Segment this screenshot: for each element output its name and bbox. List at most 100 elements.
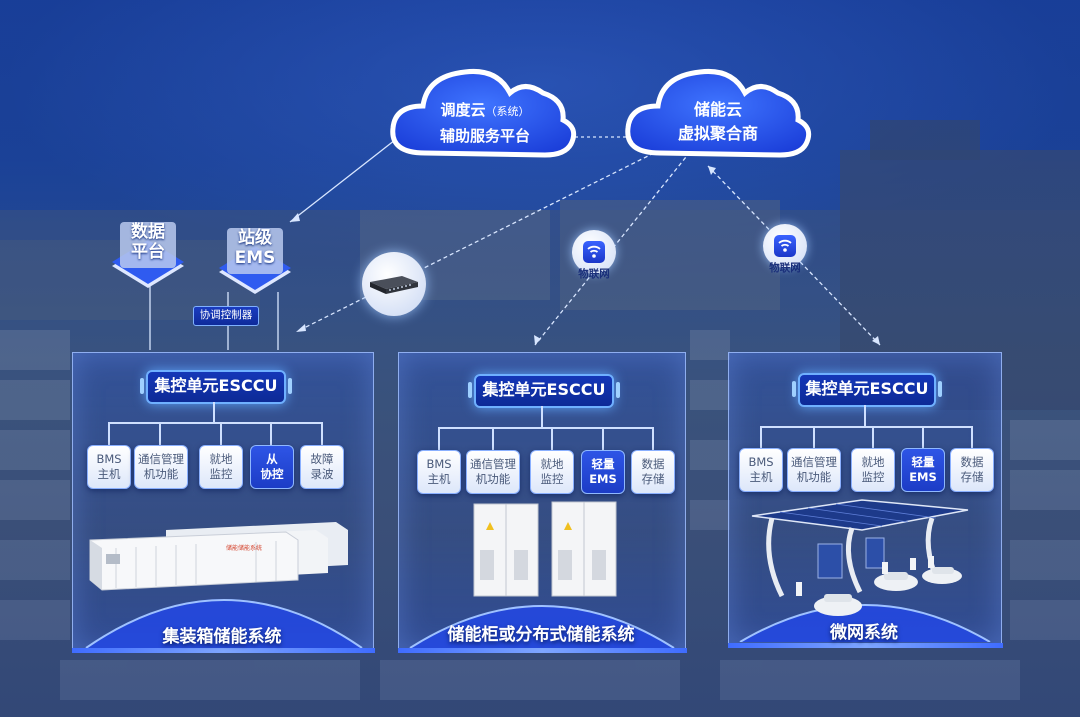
solar-carport-icon <box>739 499 991 642</box>
connector-v <box>321 422 323 446</box>
panel-bottom-bar <box>72 648 375 653</box>
arrow-storage-cloud <box>708 166 716 175</box>
module-line1: 数据 <box>960 455 984 469</box>
connector-h <box>760 426 972 428</box>
line-storage-to-panel3 <box>707 165 881 346</box>
module-comm-manager: 通信管理机功能 <box>466 450 520 494</box>
container-icon: 储能储能系统 <box>85 522 363 648</box>
module-line1: 就地 <box>540 457 564 471</box>
connector-v <box>602 427 604 451</box>
module-line1: 就地 <box>209 452 233 466</box>
module-local-monitor: 就地监控 <box>530 450 574 494</box>
module-line2: 协控 <box>260 467 284 481</box>
arrow-ems <box>290 213 300 222</box>
module-line2: EMS <box>589 472 617 486</box>
connector-v <box>813 426 815 450</box>
module-comm-manager: 通信管理机功能 <box>787 448 841 492</box>
connector-v <box>492 427 494 451</box>
module-line2: 录波 <box>310 467 334 481</box>
data-platform-tile <box>112 222 184 288</box>
module-line1: BMS <box>748 455 774 469</box>
storage-cloud-subtitle: 虚拟聚合商 <box>677 124 758 143</box>
module-line2: 监控 <box>861 470 885 484</box>
data-platform-line1: 数据 <box>131 222 165 242</box>
module-line1: 轻量 <box>911 455 935 469</box>
connector-v <box>652 427 654 451</box>
module-line1: 通信管理 <box>791 455 837 469</box>
module-line1: 从 <box>266 452 278 466</box>
dispatch-cloud-subtitle: 辅助服务平台 <box>439 127 530 145</box>
connector-v <box>760 426 762 450</box>
module-line2: 主机 <box>749 470 773 484</box>
module-line1: BMS <box>96 452 122 466</box>
connector-v <box>922 426 924 450</box>
esccu-box-2: 集控单元ESCCU <box>468 374 620 408</box>
coordinator-box: 协调控制器 <box>193 306 259 326</box>
arrow-panel2 <box>534 335 541 345</box>
module-line2: 机功能 <box>475 472 511 486</box>
module-line2: 机功能 <box>796 470 832 484</box>
dispatch-cloud-note: （系统） <box>485 105 530 118</box>
module-local-monitor: 就地监控 <box>199 445 243 489</box>
iot-node-2: 物联网 <box>763 224 807 274</box>
connector-h <box>438 427 652 429</box>
iot-node-1: 物联网 <box>572 230 616 280</box>
connector-v <box>438 427 440 451</box>
module-slave-control: 从协控 <box>250 445 294 489</box>
connector-v <box>270 422 272 446</box>
connector-v <box>864 405 866 426</box>
module-line2: 主机 <box>427 472 451 486</box>
module-line2: 监控 <box>209 467 233 481</box>
module-line2: 存储 <box>641 472 665 486</box>
module-line2: EMS <box>909 470 937 484</box>
line-storage-to-panel2 <box>534 151 691 346</box>
ev-car-icon <box>814 567 962 616</box>
arrow-panel3 <box>872 336 880 345</box>
station-ems-label: 站级 EMS <box>225 228 285 268</box>
connector-h <box>108 422 322 424</box>
data-platform-line2: 平台 <box>131 242 165 262</box>
module-line1: BMS <box>426 457 452 471</box>
cabinet-icon <box>409 501 675 648</box>
network-switch-icon <box>362 252 426 316</box>
station-ems-line2: EMS <box>234 248 276 268</box>
dispatch-cloud-label: 调度云（系统） 辅助服务平台 <box>405 98 565 148</box>
panel-bottom-bar <box>728 643 1003 648</box>
panel-title-3: 微网系统 <box>830 623 898 643</box>
esccu-box-1: 集控单元ESCCU <box>140 370 292 404</box>
cloud-icon <box>390 68 577 158</box>
station-ems-tile <box>219 228 291 294</box>
panel-title-1: 集装箱储能系统 <box>162 627 282 647</box>
module-line2: 监控 <box>540 472 564 486</box>
connector-v <box>213 402 215 422</box>
module-comm-manager: 通信管理机功能 <box>134 445 188 489</box>
module-data-storage: 数据存储 <box>631 450 675 494</box>
arrow-panel1 <box>296 324 306 332</box>
dispatch-cloud-title: 调度云 <box>440 101 486 119</box>
connector-v <box>551 427 553 451</box>
wifi-icon <box>583 241 605 263</box>
module-data-storage: 数据存储 <box>950 448 994 492</box>
storage-cloud-title: 储能云 <box>693 100 742 119</box>
container-label: 储能储能系统 <box>226 544 262 552</box>
station-ems-line1: 站级 <box>238 228 272 248</box>
connector-v <box>220 422 222 446</box>
module-line2: 机功能 <box>143 467 179 481</box>
iot-label-1: 物联网 <box>578 268 610 280</box>
iot-label-2: 物联网 <box>769 262 801 274</box>
esccu-box-3: 集控单元ESCCU <box>792 373 942 407</box>
cloud-icon <box>625 68 812 158</box>
connector-v <box>541 406 543 427</box>
module-line1: 故障 <box>310 452 334 466</box>
module-line1: 通信管理 <box>470 457 516 471</box>
wifi-icon <box>774 235 796 257</box>
module-fault-recorder: 故障录波 <box>300 445 344 489</box>
panel-title-2: 储能柜或分布式储能系统 <box>447 625 635 645</box>
connector-v <box>108 422 110 446</box>
